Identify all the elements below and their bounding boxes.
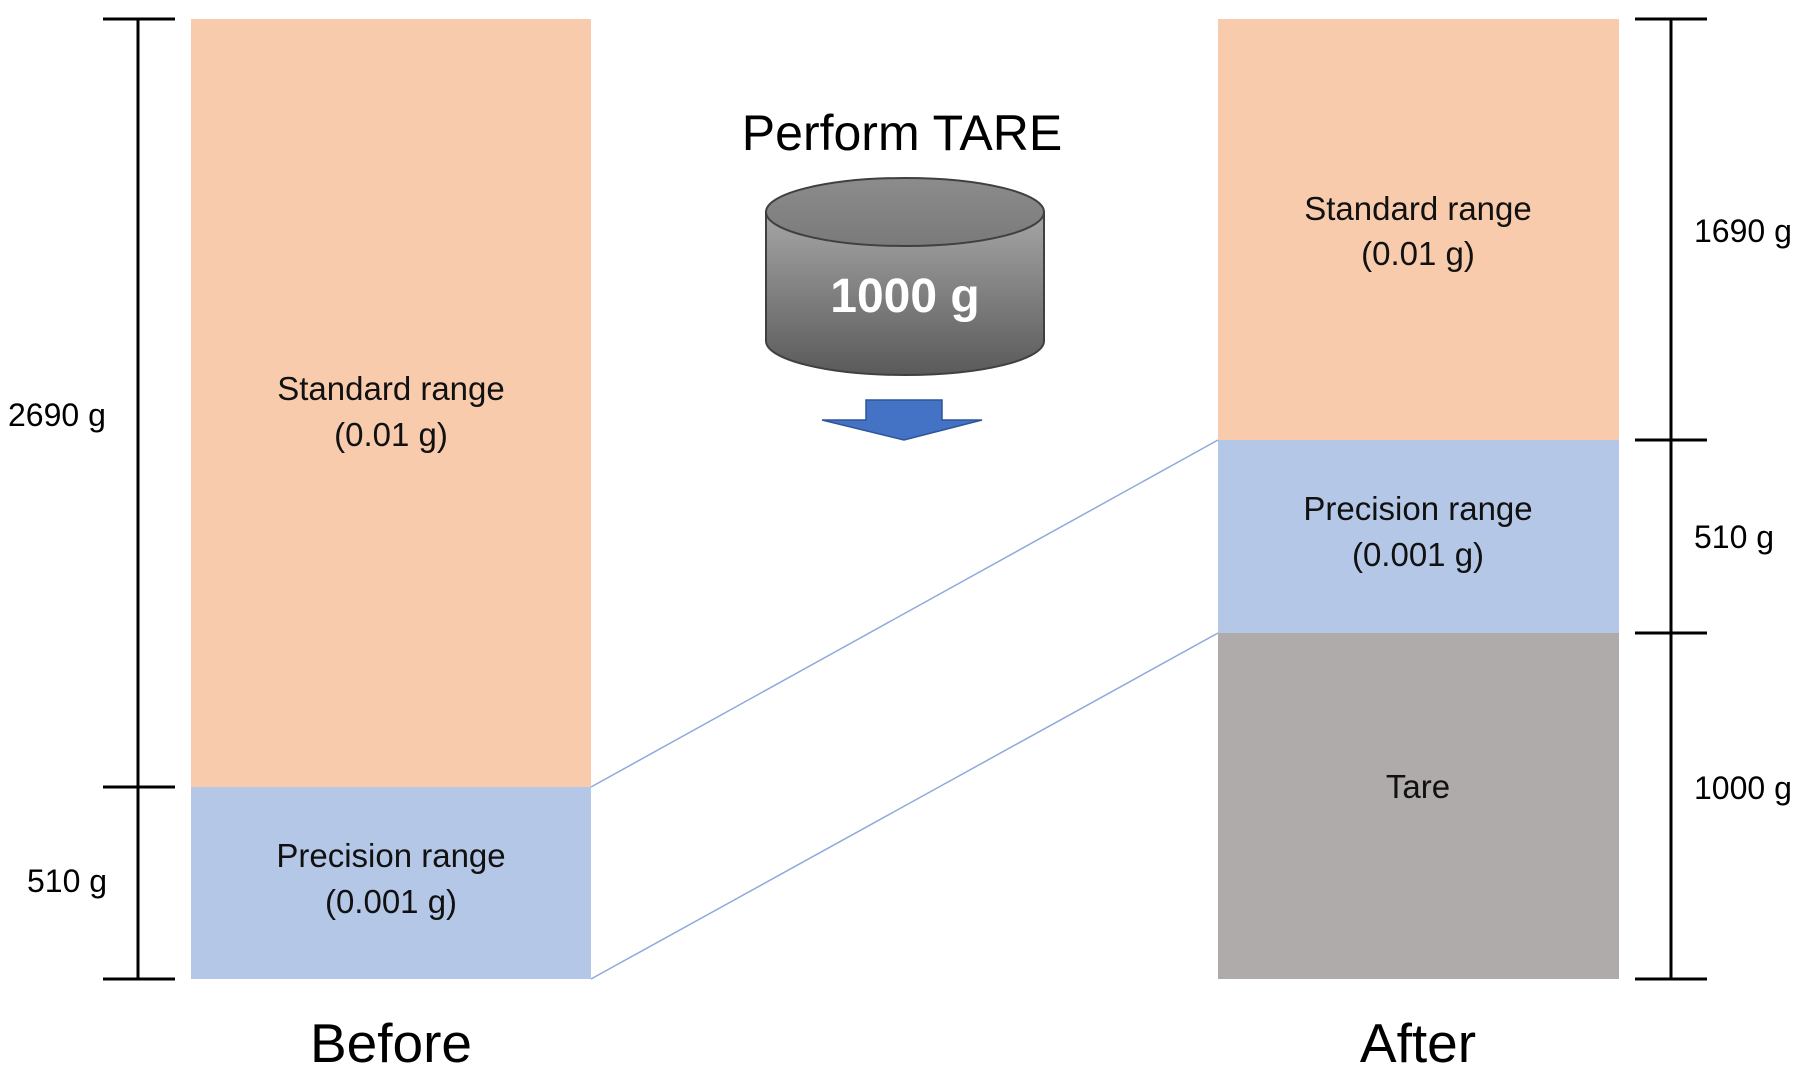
after-precision-block <box>1218 440 1619 633</box>
before-precision-resolution: (0.001 g) <box>325 883 457 920</box>
after-label: After <box>1360 1012 1476 1065</box>
after-tare-block <box>1218 633 1619 979</box>
after-tare-label: Tare <box>1386 768 1450 805</box>
before-standard-block <box>191 19 591 787</box>
after-standard-resolution: (0.01 g) <box>1361 235 1475 272</box>
after-standard-label: Standard range <box>1304 190 1532 227</box>
connector-line-bottom <box>590 632 1219 980</box>
before-precision-block <box>191 787 591 979</box>
after-standard-block <box>1218 19 1619 440</box>
weight-icon <box>765 177 1045 376</box>
after-precision-dimension: 510 g <box>1694 519 1774 555</box>
before-standard-label: Standard range <box>277 370 505 407</box>
after-precision-resolution: (0.001 g) <box>1352 536 1484 573</box>
connector-line-top <box>590 439 1219 788</box>
perform-tare-title: Perform TARE <box>742 105 1062 161</box>
after-dimension-bracket <box>1635 17 1707 981</box>
connector-lines <box>590 439 1219 980</box>
before-precision-label: Precision range <box>276 837 505 874</box>
after-standard-dimension: 1690 g <box>1694 213 1792 249</box>
before-standard-resolution: (0.01 g) <box>334 416 448 453</box>
after-bar: Standard range (0.01 g) Precision range … <box>1218 19 1619 1065</box>
before-label: Before <box>310 1012 472 1065</box>
down-arrow-icon <box>821 399 983 441</box>
before-total-dimension: 2690 g <box>8 397 106 433</box>
weight-label: 1000 g <box>830 270 979 323</box>
before-bar: Standard range (0.01 g) Precision range … <box>191 19 591 1065</box>
after-precision-label: Precision range <box>1303 490 1532 527</box>
before-precision-dimension: 510 g <box>27 863 107 899</box>
before-dimension-bracket <box>103 17 175 981</box>
after-tare-dimension: 1000 g <box>1694 770 1792 806</box>
